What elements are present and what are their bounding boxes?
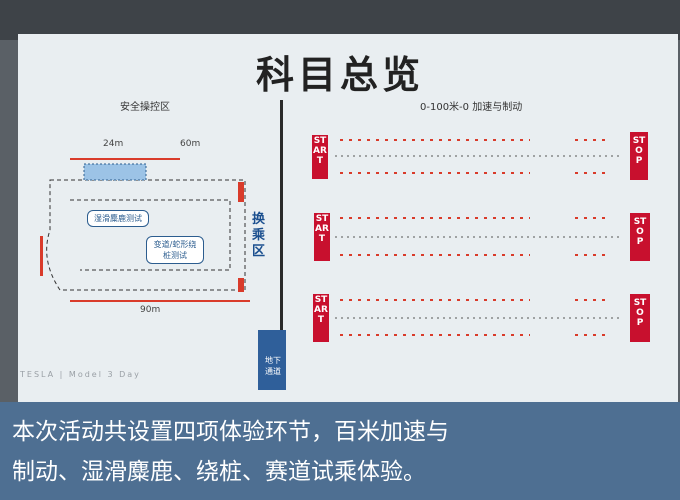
wet-test-bubble: 湿滑麋鹿测试: [87, 210, 149, 227]
caption-bar: [0, 402, 680, 500]
accel-lanes: [312, 132, 650, 342]
slide-title: 科目总览: [255, 53, 424, 97]
stop-sign-1: STOP: [632, 136, 646, 166]
subway-label: 地下 通道: [265, 356, 281, 376]
caption-line-2: 制动、湿滑麋鹿、绕桩、赛道试乘体验。: [12, 459, 426, 485]
section-divider: [280, 100, 283, 390]
track-outline: [46, 179, 246, 291]
slide-footer: TESLA | Model 3 Day: [20, 370, 141, 379]
start-sign-1: START: [313, 136, 327, 166]
stop-sign-3: STOP: [633, 298, 647, 328]
left-section-label: 安全操控区: [120, 102, 170, 113]
transfer-zone-label: 换 乘 区: [252, 212, 266, 259]
caption-line-1: 本次活动共设置四项体验环节，百米加速与: [12, 419, 449, 445]
lane-test-bubble: 变道/蛇形绕 桩测试: [146, 236, 204, 264]
dim-90m: 90m: [140, 305, 161, 315]
start-sign-2: START: [315, 214, 329, 244]
dim-24m: 24m: [103, 139, 124, 149]
lane-cones: [340, 139, 610, 336]
subway-block: [258, 330, 286, 390]
dim-60m: 60m: [180, 139, 201, 149]
cones-left: [40, 158, 250, 302]
start-sign-3: START: [314, 295, 328, 325]
right-section-label: 0-100米-0 加速与制动: [420, 102, 523, 113]
stop-sign-2: STOP: [633, 217, 647, 247]
